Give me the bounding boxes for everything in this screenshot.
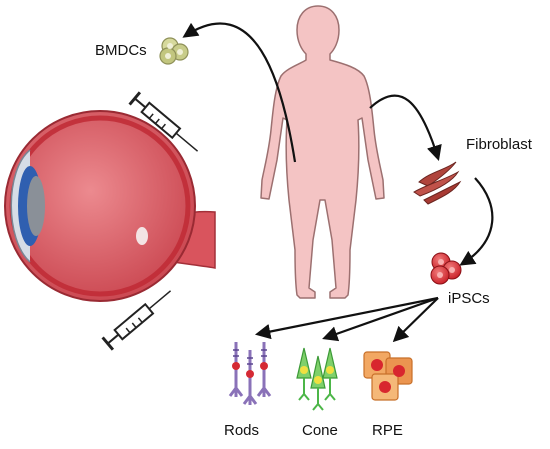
human-body-icon — [260, 5, 385, 299]
rpe-cells-icon — [363, 351, 413, 401]
ipsc-cells-icon — [430, 252, 462, 285]
fibroblast-cells-icon — [413, 161, 462, 205]
label-rpe: RPE — [372, 422, 403, 439]
label-bmdcs: BMDCs — [95, 42, 147, 59]
label-rods: Rods — [224, 422, 260, 439]
eye-icon — [4, 110, 216, 302]
syringe-icon — [101, 290, 172, 351]
arrow-icon — [182, 22, 494, 343]
syringe-icon — [128, 91, 199, 152]
label-fibroblast: Fibroblast — [466, 136, 532, 153]
label-cone: Cone — [302, 422, 338, 439]
label-ipscs: iPSCs — [448, 290, 490, 307]
bmdc-cells-icon — [159, 37, 189, 65]
cone-cells-icon — [296, 347, 338, 411]
rod-cells-icon — [228, 342, 272, 405]
